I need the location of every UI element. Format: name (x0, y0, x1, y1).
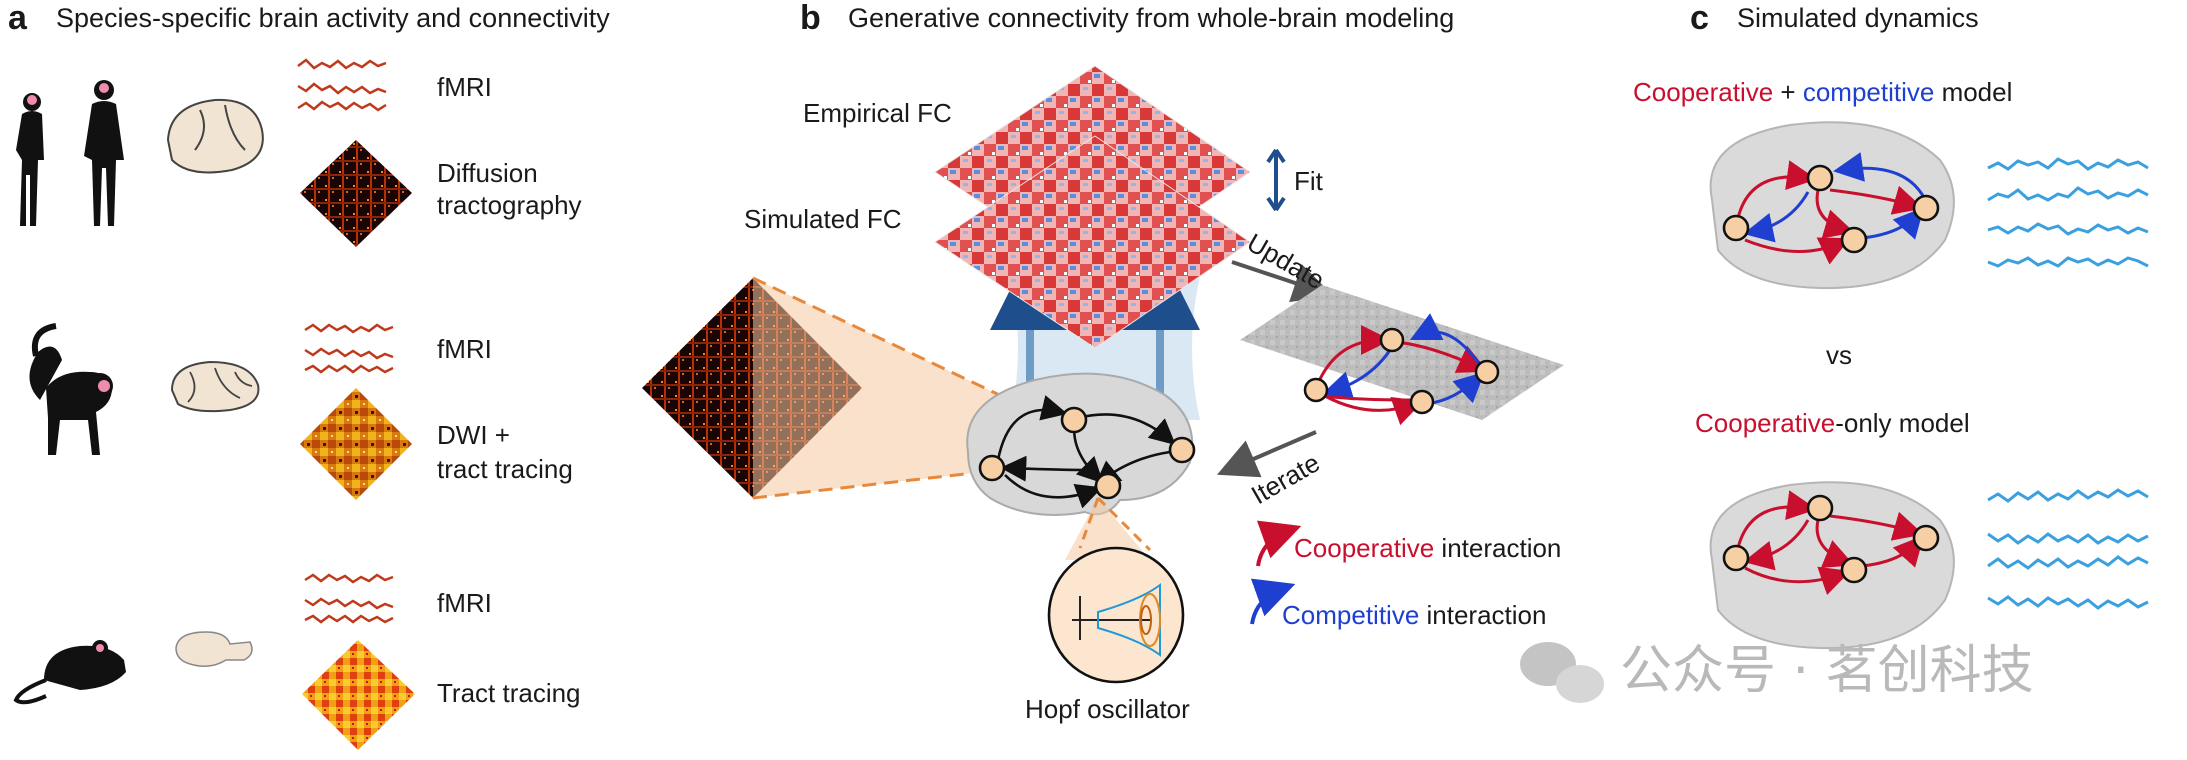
fit-arrow-icon (1266, 148, 1286, 212)
simulated-trace-model1 (1987, 157, 2149, 268)
panel-c-title: Simulated dynamics (1737, 3, 1979, 33)
fmri-label-human: fMRI (437, 72, 492, 102)
plane-nodes (1303, 327, 1500, 415)
empirical-fc-label: Empirical FC (803, 98, 952, 128)
simulated-fc-matrix (934, 135, 1251, 349)
connectivity-label-human-2: tractography (437, 190, 582, 220)
fmri-label-mouse: fMRI (437, 588, 492, 618)
fmri-label-macaque: fMRI (437, 334, 492, 364)
competitive-legend: Competitive interaction (1282, 600, 1546, 630)
wechat-icon (1520, 642, 1604, 703)
fmri-trace-human (297, 58, 387, 112)
panel-c-letter: c (1690, 0, 1709, 37)
nodes-model1 (1722, 164, 1940, 254)
plane-network (1314, 313, 1489, 426)
hopf-oscillator-icon (1047, 546, 1185, 684)
diffusion-tractography-matrix (300, 140, 412, 247)
zoom-dashes (752, 276, 1011, 500)
mouse-brain-icon (175, 631, 253, 667)
fmri-trace-macaque (304, 323, 394, 374)
zoom-wedge (753, 278, 1010, 498)
mouse-icon (13, 640, 126, 705)
model1-title: Cooperative + competitive model (1633, 77, 2012, 107)
fit-label: Fit (1294, 166, 1324, 196)
hopf-wedge (1065, 498, 1150, 560)
panel-a-letter: a (8, 0, 28, 37)
brain-nodes (978, 406, 1196, 500)
hopf-label: Hopf oscillator (1025, 694, 1190, 724)
watermark-text: 公众号 · 茗创科技 (1620, 641, 2034, 701)
cooperative-legend: Cooperative interaction (1294, 533, 1561, 563)
vs-label: vs (1826, 340, 1852, 370)
tract-tracing-matrix (302, 640, 415, 750)
network-model2 (1736, 490, 1925, 596)
nodes-model2 (1722, 494, 1940, 584)
update-arrow-icon (1231, 260, 1334, 303)
panel-b-title: Generative connectivity from whole-brain… (848, 3, 1454, 33)
competitive-legend-icon (1250, 578, 1296, 625)
brain-model1 (1709, 121, 1955, 290)
panel-a-title: Species-specific brain activity and conn… (56, 3, 610, 33)
model2-title: Cooperative-only model (1695, 408, 1970, 438)
hopf-limit-cycle (1072, 583, 1161, 657)
macaque-icon (29, 323, 113, 455)
simulated-trace-model2 (1987, 488, 2149, 610)
cooperative-legend-icon (1256, 520, 1302, 567)
panel-b-letter: b (800, 0, 821, 37)
connectivity-label-macaque-1: DWI + (437, 420, 510, 450)
iterate-arrow-icon (1216, 430, 1317, 478)
human-brain-icon (166, 98, 264, 174)
fmri-trace-mouse (304, 573, 394, 624)
connectivity-label-human-1: Diffusion (437, 158, 538, 188)
hopf-dashes (1078, 496, 1152, 552)
connectivity-label-mouse: Tract tracing (437, 678, 581, 708)
connectivity-label-macaque-2: tract tracing (437, 454, 573, 484)
dwi-tract-tracing-matrix (300, 388, 412, 500)
update-label: Update (1242, 227, 1330, 295)
simulated-fc-label: Simulated FC (744, 204, 902, 234)
macaque-brain-icon (170, 360, 260, 413)
human-couple-icon (16, 80, 124, 226)
